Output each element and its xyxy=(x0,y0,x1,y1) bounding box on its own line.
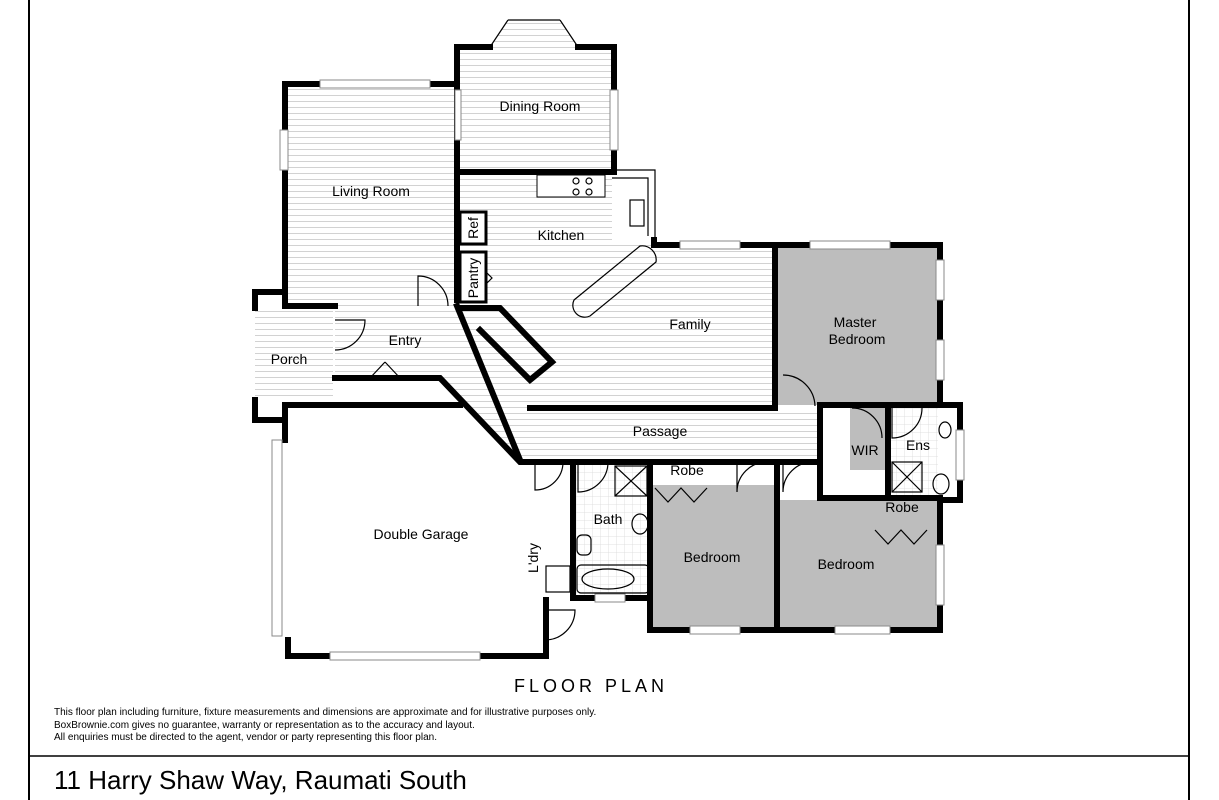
room-labels: Dining Room Living Room Kitchen Ref Pant… xyxy=(271,98,930,573)
label-bedroom-1: Bedroom xyxy=(684,549,741,565)
label-porch: Porch xyxy=(271,351,308,367)
windows xyxy=(271,19,965,661)
label-master-line2: Bedroom xyxy=(829,331,886,347)
fixtures xyxy=(458,169,952,594)
property-address: 11 Harry Shaw Way, Raumati South xyxy=(54,765,467,795)
label-master-line1: Master xyxy=(834,314,877,330)
label-bedroom-2: Bedroom xyxy=(818,556,875,572)
label-laundry: L'dry xyxy=(525,543,541,573)
label-robe-1: Robe xyxy=(670,462,704,478)
label-ref: Ref xyxy=(465,217,481,239)
disclaimer-line-2: BoxBrownie.com gives no guarantee, warra… xyxy=(54,719,475,731)
label-wir: WIR xyxy=(851,442,878,458)
label-dining-room: Dining Room xyxy=(500,98,581,114)
label-double-garage: Double Garage xyxy=(374,526,469,542)
disclaimer-line-3: All enquiries must be directed to the ag… xyxy=(54,732,437,743)
disclaimer: This floor plan including furniture, fix… xyxy=(54,707,596,745)
label-ensuite: Ens xyxy=(906,437,930,453)
label-robe-2: Robe xyxy=(885,499,919,515)
label-entry: Entry xyxy=(389,332,422,348)
label-bath: Bath xyxy=(594,511,623,527)
label-living-room: Living Room xyxy=(332,183,410,199)
label-pantry: Pantry xyxy=(465,258,481,298)
floor-plan-title: FLOOR PLAN xyxy=(514,676,669,696)
disclaimer-line-1: This floor plan including furniture, fix… xyxy=(54,707,597,718)
page-border xyxy=(28,0,1190,800)
floor-fills xyxy=(255,20,938,630)
label-kitchen: Kitchen xyxy=(538,227,585,243)
label-family: Family xyxy=(669,316,710,332)
label-passage: Passage xyxy=(633,423,688,439)
